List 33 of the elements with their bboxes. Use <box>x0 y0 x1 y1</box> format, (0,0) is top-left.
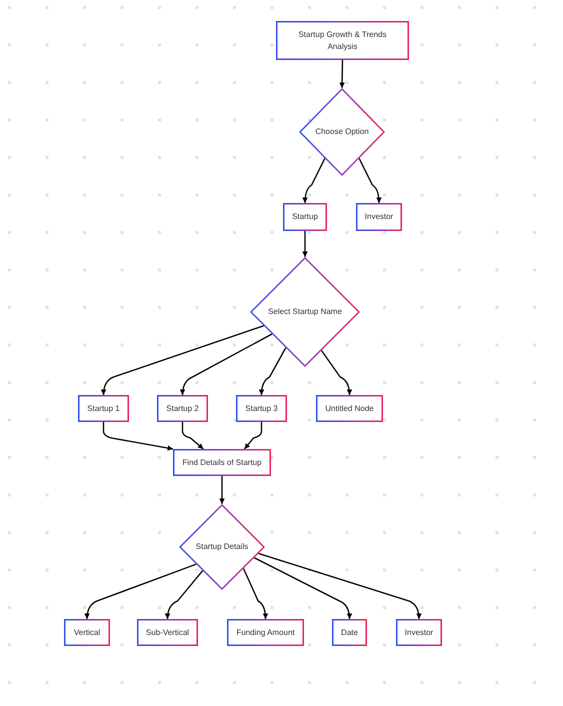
arrow <box>182 422 204 450</box>
arrow <box>164 570 204 620</box>
node-label: Startup 2 <box>165 402 200 414</box>
arrow <box>302 231 308 257</box>
node-label: Startup Growth & Trends Analysis <box>297 28 388 52</box>
arrow <box>84 564 196 620</box>
node-label: Untitled Node <box>324 402 375 414</box>
arrow <box>258 552 422 620</box>
node-label: Investor <box>404 626 434 638</box>
node-label: Sub-Vertical <box>144 626 190 638</box>
node-label: Find Details of Startup <box>181 456 263 468</box>
arrow <box>254 557 352 620</box>
node-label: Funding Amount <box>235 626 296 638</box>
arrow <box>244 422 262 450</box>
arrow <box>358 158 382 204</box>
arrow <box>180 333 272 396</box>
arrow <box>258 347 286 396</box>
arrow <box>100 325 264 396</box>
node-label: Startup 3 <box>244 402 279 414</box>
node-label: Select Startup Name <box>267 306 343 318</box>
arrow <box>242 568 268 620</box>
arrow <box>302 158 326 204</box>
node-label: Startup Details <box>194 541 250 553</box>
arrow <box>339 60 345 88</box>
arrow <box>320 350 352 396</box>
node-label: Choose Option <box>314 126 370 138</box>
arrow <box>219 476 225 504</box>
node-label: Startup <box>291 211 319 223</box>
node-label: Date <box>340 626 359 638</box>
node-label: Investor <box>364 211 394 223</box>
arrow <box>102 422 174 451</box>
node-label: Startup 1 <box>86 402 121 414</box>
node-label: Vertical <box>72 626 102 638</box>
